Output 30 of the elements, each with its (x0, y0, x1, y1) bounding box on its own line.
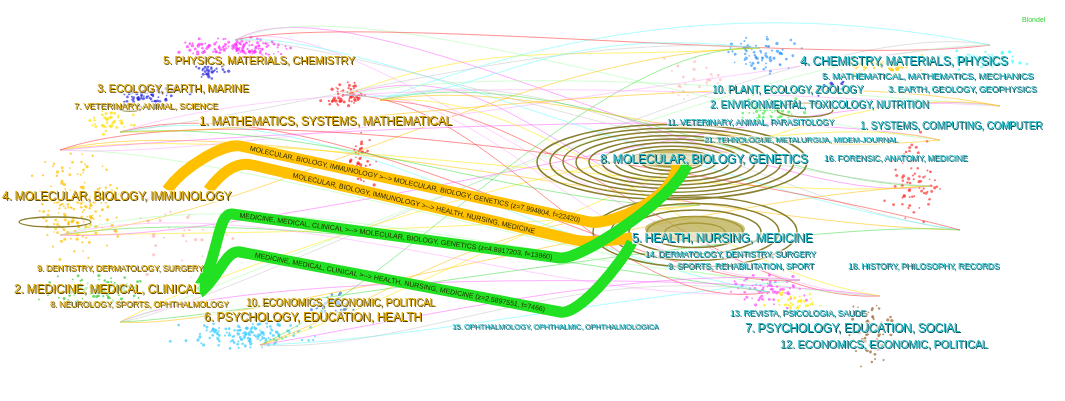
cluster-label: 11. VETERINARY, ANIMAL, PARASITOLOGY (667, 118, 834, 127)
cluster-label: 3. ECOLOGY, EARTH, MARINE (97, 83, 249, 94)
cluster-label: 10. PLANT, ECOLOGY, ZOOLOGY (712, 85, 864, 95)
cluster-label: 5. MATHEMATICAL, MATHEMATICS, MECHANICS (822, 71, 1034, 81)
flow-band (196, 239, 637, 318)
cluster-label: 21. TEHNOLOGIJE, METALURGIJA, MIDEM-JOURNAL (704, 136, 898, 144)
cluster-label: 9. SPORTS, REHABILITATION, SPORT (668, 262, 815, 271)
flow-band (204, 158, 633, 248)
cluster-label: 8. NEUROLOGY, SPORTS, OPHTHALMOLOGY (50, 300, 229, 309)
cluster-label: 7. VETERINARY, ANIMAL, SCIENCE (74, 102, 218, 111)
cluster-label: 4. CHEMISTRY, MATERIALS, PHYSICS (800, 55, 1008, 67)
flow-band (162, 140, 683, 228)
cluster-label: 16. FORENSIC, ANATOMY, MEDICINE (824, 154, 968, 163)
cluster-label: 1. SYSTEMS, COMPUTING, COMPUTER (860, 121, 1043, 131)
cluster-label: 5. PHYSICS, MATERIALS, CHEMISTRY (163, 55, 355, 66)
cluster-label: 14. DERMATOLOGY, DENTISTRY, SURGERY (645, 250, 816, 259)
cluster-label: 18. HISTORY, PHILOSOPHY, RECORDS (848, 262, 1000, 271)
cluster-label: 12. ECONOMICS, ECONOMIC, POLITICAL (780, 339, 988, 350)
cluster-label: 2. MEDICINE, MEDICAL, CLINICAL (14, 283, 200, 295)
cluster-label: 3. EARTH, GEOLOGY, GEOPHYSICS (888, 85, 1037, 94)
cluster-label: 2. ENVIRONMENTAL, TOXICOLOGY, NUTRITION (710, 100, 929, 110)
cluster-label: 10. ECONOMICS, ECONOMIC, POLITICAL (246, 298, 435, 308)
cluster-label: 9. DENTISTRY, DERMATOLOGY, SURGERY (37, 264, 204, 273)
cluster-label: 7. PSYCHOLOGY, EDUCATION, SOCIAL (745, 322, 961, 334)
cluster-label: 5. HEALTH, NURSING, MEDICINE (632, 232, 813, 244)
cluster-label: 1. MATHEMATICS, SYSTEMS, MATHEMATICAL (199, 115, 452, 127)
cluster-label: 6. PSYCHOLOGY, EDUCATION, HEALTH (204, 311, 422, 323)
cluster-label: 8. MOLECULAR, BIOLOGY, GENETICS (600, 153, 808, 165)
cluster-label: 4. MOLECULAR, BIOLOGY, IMMUNOLOGY (2, 190, 232, 202)
cluster-label: 13. REVISTA, PSICOLOGIA, SAUDE (730, 309, 866, 318)
